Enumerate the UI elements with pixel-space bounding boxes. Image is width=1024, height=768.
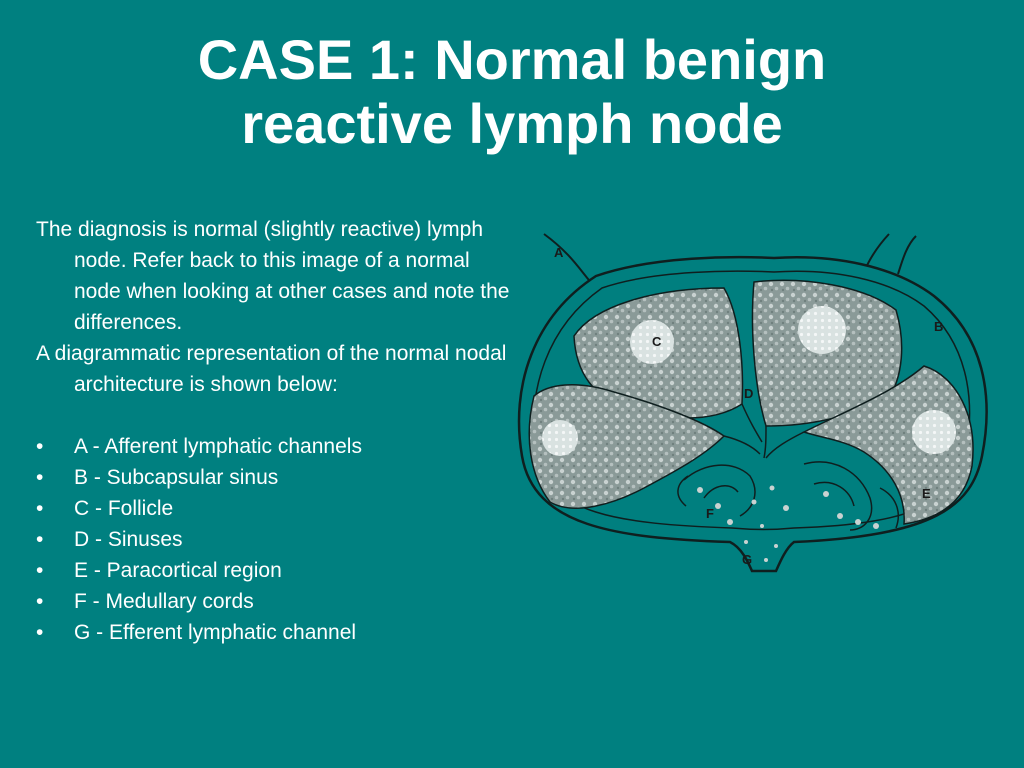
legend-item-e: E - Paracortical region [36, 555, 516, 586]
label-c: C [652, 334, 662, 349]
medullary-cords [677, 461, 900, 531]
follicle-2 [798, 306, 846, 354]
body-text: The diagnosis is normal (slightly reacti… [36, 214, 516, 648]
legend-item-a: A - Afferent lymphatic channels [36, 431, 516, 462]
lobule-left [528, 384, 726, 509]
follicle-1 [630, 320, 674, 364]
legend-list: A - Afferent lymphatic channels B - Subc… [36, 431, 516, 648]
legend-item-c: C - Follicle [36, 493, 516, 524]
medullary-dots [697, 485, 879, 562]
slide-title: CASE 1: Normal benign reactive lymph nod… [0, 28, 1024, 156]
legend-item-d: D - Sinuses [36, 524, 516, 555]
label-a: A [554, 245, 564, 260]
follicle-3 [542, 420, 578, 456]
label-e: E [922, 486, 931, 501]
spacer [36, 400, 516, 431]
label-d: D [744, 386, 753, 401]
follicle-4 [912, 410, 956, 454]
title-line-2: reactive lymph node [241, 92, 783, 155]
lymph-node-diagram: A B C D E F G [517, 233, 988, 573]
label-g: G [742, 552, 752, 567]
title-line-1: CASE 1: Normal benign [197, 28, 827, 91]
paragraph-diagram-intro: A diagrammatic representation of the nor… [36, 342, 507, 396]
legend-item-g: G - Efferent lymphatic channel [36, 617, 516, 648]
legend-item-f: F - Medullary cords [36, 586, 516, 617]
lobule-right [802, 365, 974, 525]
label-b: B [934, 319, 943, 334]
sinus-channels [723, 403, 805, 459]
legend-item-b: B - Subcapsular sinus [36, 462, 516, 493]
afferent-channel-top-right [897, 235, 917, 275]
paragraph-diagnosis: The diagnosis is normal (slightly reacti… [36, 218, 510, 334]
label-f: F [706, 506, 714, 521]
